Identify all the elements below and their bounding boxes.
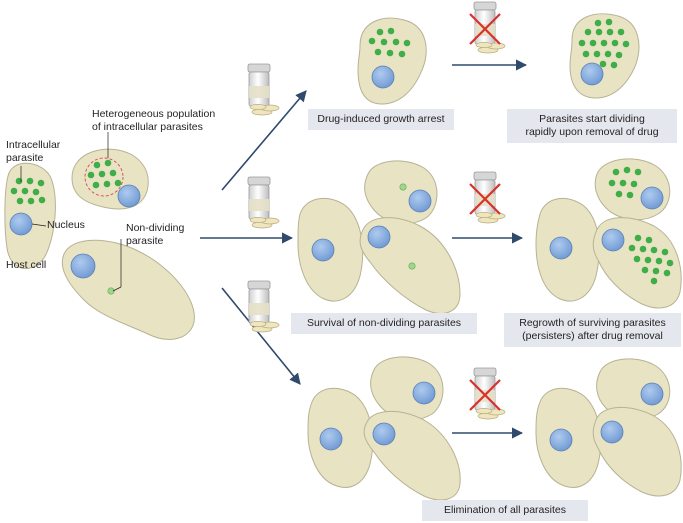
nucleus [367,225,391,249]
host-cell [569,13,640,99]
caption-survival-of-non-dividing-parasites: Survival of non-dividing parasites [291,313,477,334]
nucleus [319,427,343,451]
arrow-icon [221,90,307,191]
host-cell [592,406,682,497]
intracellular-parasite-label: Intracellular parasite [6,139,61,164]
nucleus [640,186,664,210]
drug-bottle-icon [247,176,280,229]
host-cell [4,162,56,269]
non-dividing-parasite [107,287,115,295]
nucleus [412,381,436,405]
non-dividing-parasite [408,262,416,270]
nucleus [640,382,664,406]
nucleus [600,420,624,444]
nucleus [70,253,96,279]
crossed-drug-bottle-icon [473,1,506,54]
drug-bottle-icon [247,280,280,333]
caption-drug-induced-growth-arrest: Drug-induced growth arrest [308,109,454,130]
nucleus [580,62,604,86]
nucleus [372,422,396,446]
nucleus [371,65,395,89]
nucleus [601,228,625,252]
non-dividing-parasite [399,183,407,191]
host-cell-label: Host cell [6,259,47,271]
parasite-cluster [628,234,674,285]
parasite-cluster [368,27,411,58]
heterogeneous-population-label: Heterogeneous population of intracellula… [92,108,216,133]
nucleus-label: Nucleus [47,219,85,231]
parasite-cluster [608,166,642,199]
nucleus [549,236,573,260]
nucleus [408,189,432,213]
nucleus [9,212,33,236]
parasite-cluster [578,18,630,69]
nucleus [117,184,141,208]
arrow-icon [221,287,301,385]
nucleus [549,428,573,452]
parasite-cluster [87,159,122,189]
caption-parasites-start-dividing: Parasites start dividing rapidly upon re… [507,109,677,143]
caption-elimination-of-all-parasites: Elimination of all parasites [422,500,588,521]
crossed-drug-bottle-icon [473,171,506,224]
drug-bottle-icon [247,63,280,116]
parasite-cluster [10,177,46,205]
caption-regrowth-of-surviving-parasites: Regrowth of surviving parasites (persist… [504,313,681,347]
non-dividing-parasite-label: Non-dividing parasite [126,222,185,247]
crossed-drug-bottle-icon [473,367,506,420]
nucleus [311,238,335,262]
